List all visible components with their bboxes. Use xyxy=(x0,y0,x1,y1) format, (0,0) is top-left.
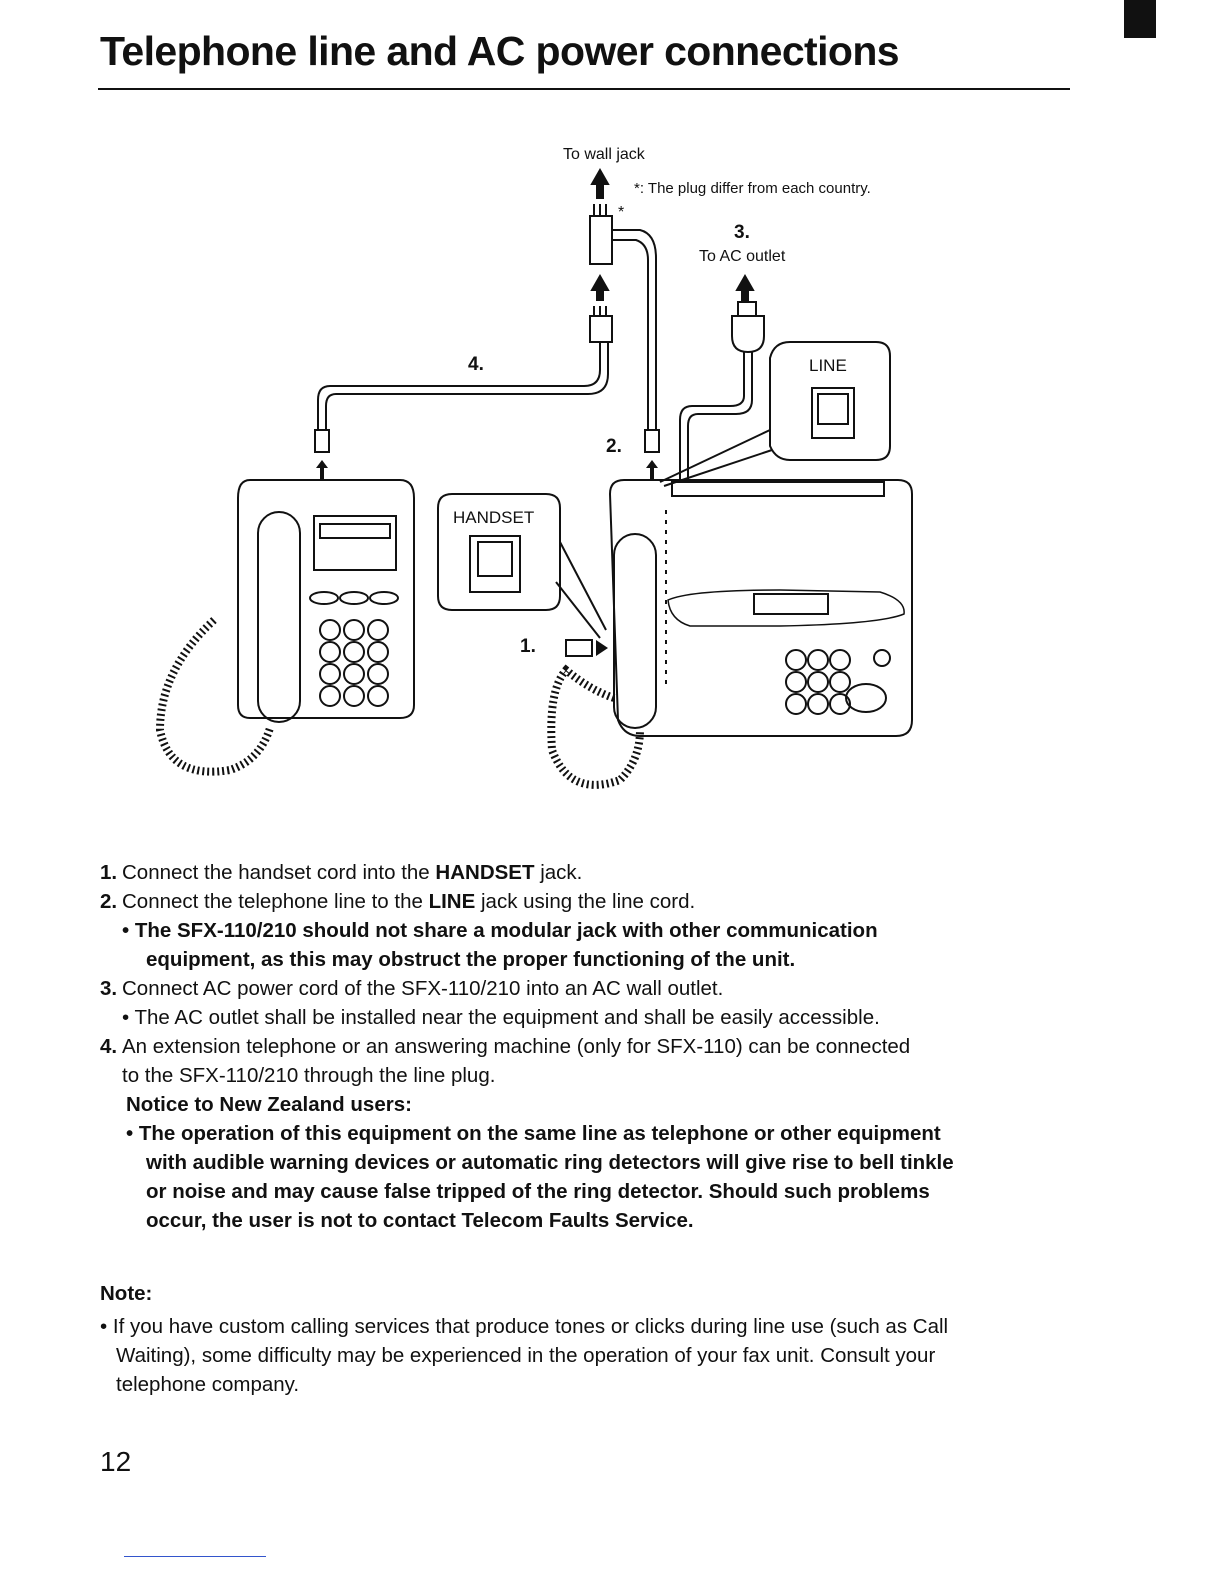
note-line: • If you have custom calling services th… xyxy=(100,1315,949,1338)
page-number: 12 xyxy=(100,1446,132,1477)
nz-notice-line: occur, the user is not to contact Teleco… xyxy=(146,1209,694,1232)
step-3: 3.Connect AC power cord of the SFX-110/2… xyxy=(100,977,724,1000)
note-line: Waiting), some difficulty may be experie… xyxy=(116,1344,936,1367)
keypad xyxy=(309,591,399,707)
note-body: • If you have custom calling services th… xyxy=(100,1312,1080,1399)
extension-telephone xyxy=(155,479,415,776)
diagram-drawing xyxy=(155,167,913,789)
fax-keypad xyxy=(785,649,891,715)
fax-unit xyxy=(547,479,913,789)
step-3-bullet: • The AC outlet shall be installed near … xyxy=(122,1006,880,1029)
step-4-cont: to the SFX-110/210 through the line plug… xyxy=(122,1064,496,1087)
to-ac-outlet-label: To AC outlet xyxy=(699,248,786,265)
page-title: Telephone line and AC power connections xyxy=(100,28,900,74)
line-plug-icon xyxy=(589,306,613,343)
handset-jack-callout xyxy=(437,493,607,639)
step-3-marker: 3. xyxy=(734,222,750,243)
nz-notice-line: with audible warning devices or automati… xyxy=(146,1151,954,1174)
line-cord xyxy=(612,229,657,430)
connection-diagram: To wall jack *: The plug differ from eac… xyxy=(0,130,1224,830)
section-tab-marker xyxy=(1124,0,1156,38)
step-1-marker: 1. xyxy=(520,636,536,657)
plug-footnote: *: The plug differ from each country. xyxy=(634,180,871,197)
title-rule xyxy=(98,88,1070,90)
modular-plug-icon xyxy=(644,429,660,480)
connection-steps: 1.Connect the handset cord into the HAND… xyxy=(100,858,1080,1235)
step-4: 4.An extension telephone or an answering… xyxy=(100,1035,911,1058)
wall-plug-icon xyxy=(589,204,613,265)
modular-plug-icon xyxy=(314,429,330,480)
nz-notice-line: • The operation of this equipment on the… xyxy=(126,1122,941,1145)
nz-notice-heading: Notice to New Zealand users: xyxy=(126,1093,412,1116)
step-2-marker: 2. xyxy=(606,436,622,457)
arrow-up-icon xyxy=(590,167,610,199)
step-2: 2.Connect the telephone line to the LINE… xyxy=(100,890,696,913)
note-heading: Note: xyxy=(100,1282,153,1305)
footer-rule xyxy=(124,1556,266,1557)
step-4-marker: 4. xyxy=(468,354,484,375)
ac-plug-icon xyxy=(731,301,765,354)
step-1: 1.Connect the handset cord into the HAND… xyxy=(100,861,583,884)
arrow-right-icon xyxy=(565,639,608,657)
step-2-warning-cont: equipment, as this may obstruct the prop… xyxy=(146,948,796,971)
nz-notice-line: or noise and may cause false tripped of … xyxy=(146,1180,930,1203)
ac-power-cord xyxy=(679,352,745,480)
to-wall-jack-label: To wall jack xyxy=(563,146,645,163)
step-2-warning: • The SFX-110/210 should not share a mod… xyxy=(122,919,878,942)
plug-asterisk: * xyxy=(618,204,625,221)
arrow-up-icon xyxy=(735,273,755,301)
handset-jack-label: HANDSET xyxy=(453,508,535,527)
coiled-cord xyxy=(155,617,274,776)
line-jack-label: LINE xyxy=(809,356,847,375)
note-line: telephone company. xyxy=(116,1373,300,1396)
extension-cord xyxy=(317,342,601,430)
coiled-cord xyxy=(547,664,644,789)
arrow-up-icon xyxy=(590,273,610,301)
